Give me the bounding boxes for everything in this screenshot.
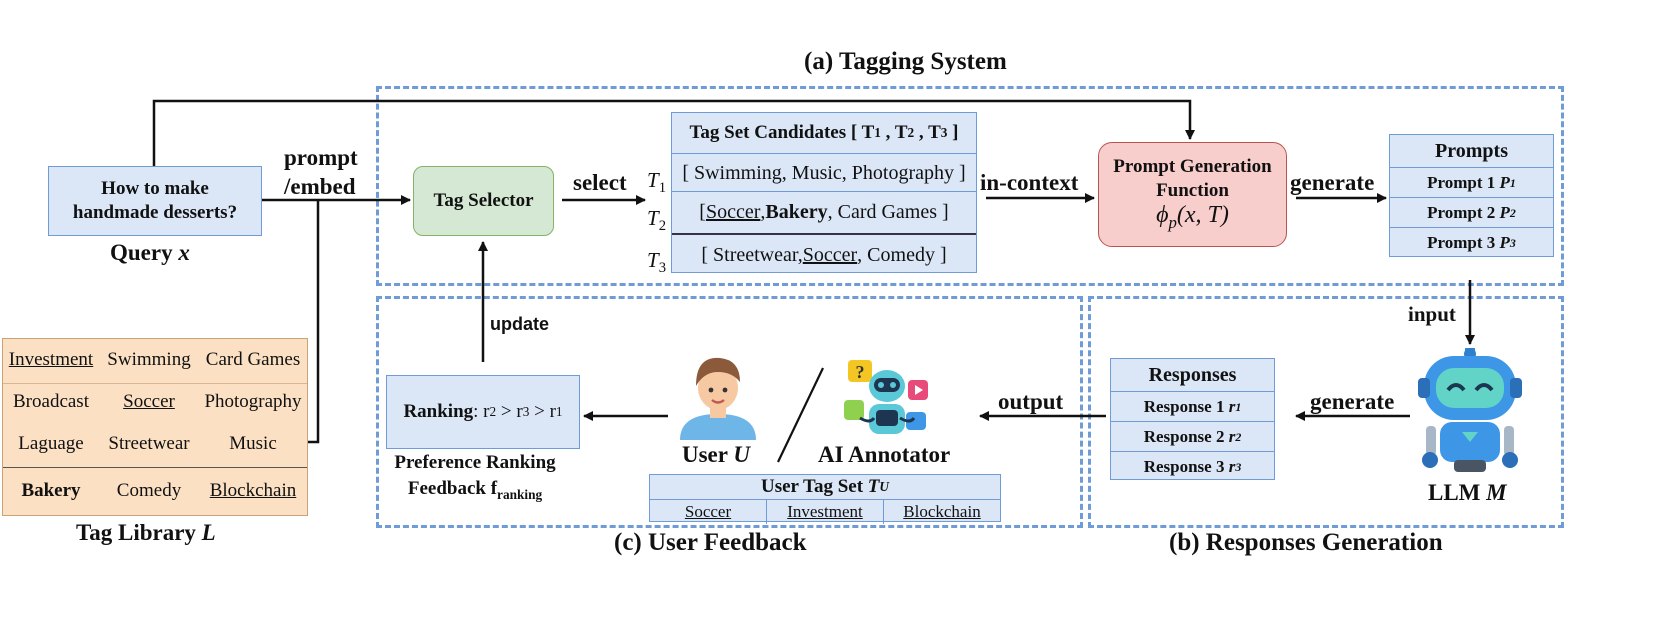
tag-library: Investment Swimming Card Games Broadcast… (2, 338, 308, 516)
tag-photography: Photography (204, 391, 302, 412)
t2-label: T2 (647, 206, 667, 235)
user-tag-investment: Investment (787, 502, 863, 521)
svg-text:?: ? (856, 362, 865, 382)
library-divider-1 (3, 383, 307, 384)
candidate-t3: [ Streetwear, Soccer, Comedy ] (672, 233, 976, 275)
tag-blockchain: Blockchain (209, 480, 297, 501)
select-label: select (573, 170, 627, 195)
input-label: input (1408, 302, 1456, 326)
tag-bakery: Bakery (21, 480, 81, 501)
query-box: How to make handmade desserts? (48, 166, 262, 236)
responses-header: Responses (1148, 363, 1237, 386)
tag-selector-box: Tag Selector (413, 166, 554, 236)
user-feedback-frame (376, 296, 1083, 528)
tag-comedy: Comedy (116, 480, 182, 501)
responses-generation-title: (b) Responses Generation (1169, 529, 1443, 556)
tag-music: Music (229, 433, 277, 454)
tag-card-games: Card Games (205, 349, 301, 370)
generate-responses-label: generate (1310, 389, 1395, 414)
tag-investment: Investment (8, 349, 94, 370)
tag-library-label: Tag Library L (76, 520, 216, 545)
t3-label: T3 (647, 248, 667, 277)
responses-generation-frame (1088, 296, 1564, 528)
t1-label: T1 (647, 168, 667, 197)
prompt-generation-box: Prompt Generation Function ϕp(x, T) (1098, 142, 1287, 247)
tag-streetwear: Streetwear (108, 433, 190, 454)
llm-label: LLM M (1428, 480, 1507, 505)
candidate-t1: [ Swimming, Music, Photography ] (672, 153, 976, 192)
user-icon (680, 357, 756, 440)
candidate-t2: [ Soccer, Bakery, Card Games ] (672, 191, 976, 232)
ranking-caption: Preference Ranking Feedback franking (394, 452, 556, 502)
library-connector-line (308, 200, 320, 444)
ai-annotator-label: AI Annotator (818, 442, 951, 467)
tagging-system-title: (a) Tagging System (804, 48, 1007, 75)
tag-soccer: Soccer (123, 391, 175, 412)
robot-icon (1418, 348, 1522, 472)
embed-label: /embed (284, 174, 356, 199)
query-label: Query x (110, 240, 190, 265)
tag-laguage: Laguage (18, 433, 84, 454)
tag-broadcast: Broadcast (13, 391, 89, 412)
query-line-1: How to make (101, 178, 209, 199)
tagging-system-frame (376, 86, 1564, 286)
user-feedback-title: (c) User Feedback (614, 529, 807, 556)
query-to-prompt-gen-arrow (152, 99, 1195, 166)
generate-prompts-label: generate (1290, 170, 1375, 195)
ai-annotator-icon: ? (844, 360, 928, 434)
tag-selector-label: Tag Selector (433, 190, 534, 211)
user-tag-row: Soccer Investment Blockchain (650, 499, 1000, 524)
output-label: output (998, 389, 1064, 414)
in-context-label: in-context (980, 170, 1079, 195)
user-label: User U (682, 442, 750, 467)
query-line-2: handmade desserts? (72, 202, 238, 223)
prompt-label: prompt (284, 145, 358, 170)
user-tag-soccer: Soccer (684, 502, 732, 521)
prompts-header: Prompts (1435, 139, 1508, 162)
tag-swimming: Swimming (107, 349, 191, 370)
user-tag-blockchain: Blockchain (903, 502, 981, 521)
update-label: update (490, 314, 550, 334)
or-slash (777, 367, 824, 463)
library-divider-2 (3, 467, 307, 468)
